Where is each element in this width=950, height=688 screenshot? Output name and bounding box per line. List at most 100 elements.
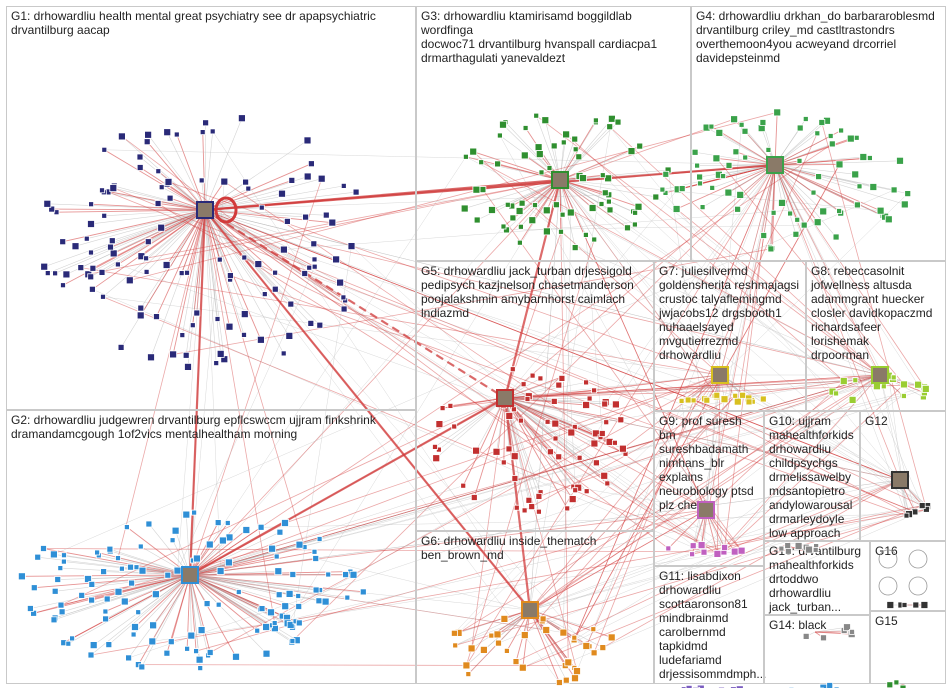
graph-node: [164, 177, 173, 186]
edge: [204, 178, 322, 211]
edge: [189, 574, 317, 591]
edge: [770, 164, 776, 249]
edge: [559, 179, 587, 236]
graph-node: [268, 544, 277, 553]
edge: [189, 574, 291, 626]
graph-node: [598, 430, 606, 437]
graph-node: [124, 524, 130, 530]
graph-node: [51, 587, 59, 595]
graph-node: [43, 199, 52, 208]
edge: [579, 164, 776, 458]
graph-node: [505, 445, 513, 453]
edge: [128, 574, 191, 659]
edge: [774, 164, 886, 380]
graph-node: [278, 189, 286, 198]
graph-node: [87, 220, 95, 228]
graph-node: [851, 170, 860, 179]
graph-node: [742, 154, 749, 161]
edge: [189, 574, 211, 653]
edge: [140, 209, 206, 309]
graph-node: [127, 563, 134, 571]
edge: [504, 397, 901, 481]
edge: [491, 179, 561, 211]
graph-node: [599, 172, 606, 179]
graph-node: [182, 510, 191, 519]
graph-node: [310, 240, 318, 248]
graph-node: [730, 547, 739, 556]
graph-node: [697, 180, 703, 187]
graph-node: [568, 495, 577, 504]
edge: [504, 397, 590, 399]
graph-node: [465, 671, 472, 677]
edge: [204, 209, 314, 245]
graph-node: [202, 119, 210, 127]
edge: [559, 179, 743, 396]
graph-node: [525, 496, 533, 504]
edge: [156, 209, 206, 317]
graph-node: [634, 202, 643, 211]
graph-node: [678, 185, 686, 193]
graph-node: [566, 208, 575, 217]
edge: [189, 156, 467, 576]
graph-node: [500, 615, 509, 623]
graph-node: [500, 459, 507, 466]
edge: [133, 574, 191, 635]
graph-node: [627, 147, 636, 156]
hub-avatar-node: [551, 171, 569, 189]
graph-node: [736, 190, 745, 199]
edge: [464, 179, 561, 209]
group-g6-title: G6: drhowardliu inside_thematch ben_brow…: [421, 534, 597, 562]
group-g5-box: G5: drhowardliu jack_turban drjessigold …: [416, 261, 654, 531]
graph-node: [107, 243, 114, 251]
edge: [559, 179, 595, 240]
edge: [503, 179, 562, 399]
edge: [189, 181, 225, 576]
edge: [146, 141, 206, 211]
graph-node: [261, 291, 268, 298]
edge: [117, 209, 206, 559]
graph-node: [131, 623, 139, 631]
edge: [108, 574, 191, 645]
graph-node: [312, 586, 320, 594]
graph-node: [232, 652, 240, 661]
graph-node: [520, 631, 529, 639]
graph-node: [289, 571, 297, 578]
graph-node: [890, 186, 898, 194]
edge: [585, 133, 818, 647]
edge: [71, 574, 191, 639]
graph-node: [513, 504, 520, 511]
graph-node: [721, 544, 728, 551]
graph-node: [275, 591, 283, 599]
graph-node: [739, 391, 746, 399]
graph-node: [720, 173, 726, 180]
graph-node: [479, 646, 488, 654]
edge: [717, 479, 901, 555]
edge: [104, 149, 206, 211]
graph-node: [44, 270, 51, 277]
edge: [166, 132, 206, 211]
graph-node: [220, 177, 229, 186]
graph-node: [492, 447, 501, 456]
group-g15-box: G15: [870, 611, 946, 684]
graph-node: [843, 623, 851, 632]
graph-node: [271, 285, 279, 293]
edge: [102, 296, 725, 553]
graph-node: [518, 417, 524, 424]
edge: [565, 134, 845, 382]
edge: [506, 224, 805, 231]
graph-node: [876, 206, 885, 215]
graph-node: [163, 649, 171, 657]
graph-node: [344, 594, 351, 601]
graph-node: [503, 648, 510, 654]
graph-node: [147, 353, 155, 362]
edge: [529, 118, 613, 611]
graph-node: [60, 282, 66, 289]
edge: [692, 164, 776, 546]
graph-node: [713, 391, 721, 399]
group-g3-box: G3: drhowardliu ktamirisamd boggildlab w…: [416, 6, 691, 261]
graph-node: [730, 115, 738, 124]
graph-node: [258, 204, 265, 211]
graph-node: [280, 350, 287, 357]
graph-node: [472, 185, 481, 194]
